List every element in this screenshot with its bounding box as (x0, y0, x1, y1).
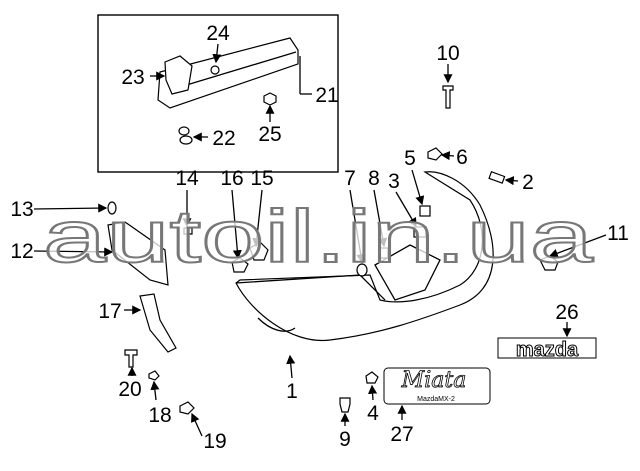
callout-18: 18 (148, 404, 171, 427)
callout-13: 13 (10, 198, 33, 221)
callout-12: 12 (10, 240, 33, 263)
clip-part-11 (539, 255, 559, 271)
callout-4: 4 (367, 402, 379, 425)
clip-part-13 (107, 201, 117, 215)
clip-part-18 (148, 370, 160, 381)
callout-16: 16 (220, 167, 243, 190)
callout-3: 3 (388, 170, 400, 193)
callout-23: 23 (121, 66, 144, 89)
mazda-emblem-text: mazda (516, 339, 579, 361)
callout-14: 14 (175, 167, 199, 190)
pad-part-2 (488, 171, 506, 184)
callout-9: 9 (339, 428, 351, 451)
callout-15: 15 (250, 167, 273, 190)
nut-part-25 (263, 92, 277, 106)
grommet-part-7 (356, 263, 368, 277)
miata-emblem-part: Miata MazdaMX-2 (383, 367, 491, 405)
pad-part-3 (413, 226, 427, 238)
reinforcement-inset-box (97, 14, 339, 173)
clip-part-5 (419, 205, 431, 217)
callout-10: 10 (436, 42, 459, 65)
callout-24: 24 (206, 22, 230, 45)
mazda-emblem-part: mazda (497, 337, 597, 362)
callout-21: 21 (315, 84, 338, 107)
miata-emblem-script: Miata (401, 368, 467, 393)
miata-emblem-subtext: MazdaMX-2 (417, 396, 455, 403)
bumper-reinforcement-part (157, 37, 299, 109)
callout-1: 1 (286, 380, 298, 403)
bolt-part-22 (178, 126, 193, 145)
callout-27: 27 (390, 423, 413, 446)
bracket-part-23 (164, 55, 193, 95)
clip-part-8 (379, 247, 389, 259)
clip-part-9 (339, 397, 351, 413)
callout-25: 25 (258, 123, 281, 146)
clip-part-4 (365, 371, 379, 384)
callout-17: 17 (98, 300, 121, 323)
callout-6: 6 (456, 146, 468, 169)
callout-7: 7 (344, 167, 356, 190)
clip-part-14 (183, 227, 193, 235)
callout-labels: 24 23 21 25 22 10 6 2 5 3 13 14 15 16 7 … (10, 22, 629, 453)
nut-part-19 (179, 401, 195, 415)
callout-26: 26 (555, 301, 578, 324)
leader-arrows (33, 43, 607, 437)
bracket-part-17 (139, 293, 177, 353)
callout-8: 8 (368, 167, 380, 190)
callout-22: 22 (212, 127, 235, 150)
screw-part-20 (124, 349, 138, 368)
watermark: autoil.in.ua (43, 195, 594, 278)
callout-2: 2 (522, 171, 534, 194)
callout-20: 20 (118, 378, 141, 401)
clip-part-6 (427, 147, 443, 161)
callout-11: 11 (607, 222, 629, 245)
bolt-part-10 (442, 85, 454, 109)
callout-5: 5 (404, 147, 416, 170)
callout-19: 19 (203, 430, 226, 453)
nut-part-24 (210, 65, 220, 75)
